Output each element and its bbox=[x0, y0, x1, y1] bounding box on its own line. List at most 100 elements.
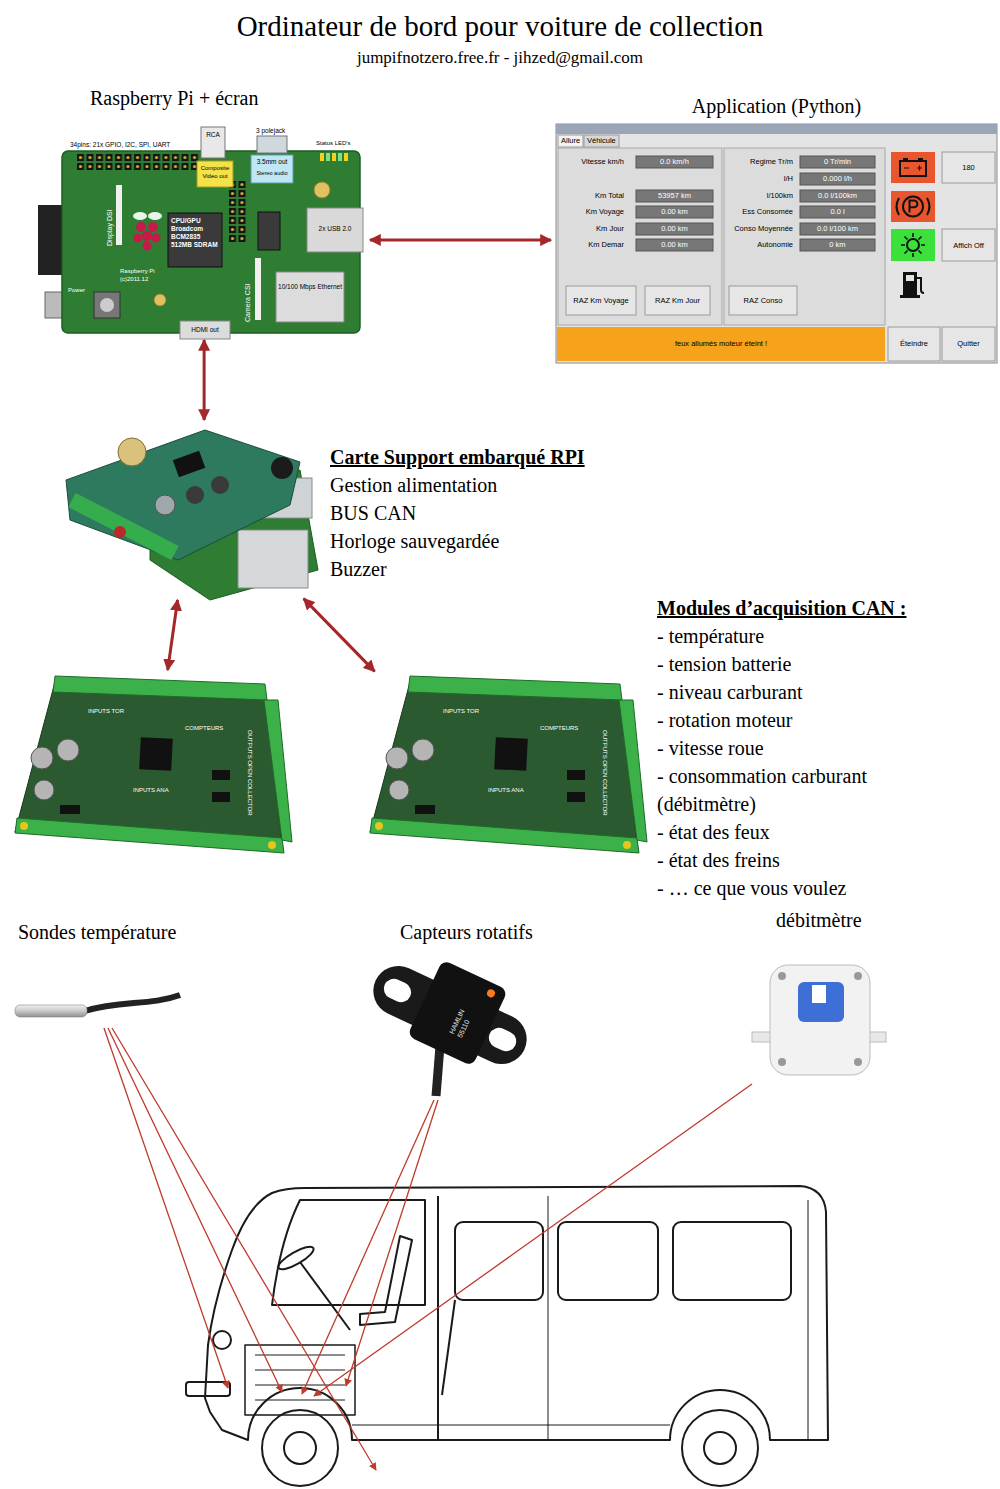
field-value: 0.0 l/100 km bbox=[801, 224, 874, 233]
van-drawing bbox=[186, 1186, 828, 1486]
support-board-drawing bbox=[211, 476, 229, 494]
rotary-sensor: Capteurs rotatifsHAMLIN 55110 bbox=[370, 920, 560, 1095]
application-window-drawing bbox=[556, 124, 997, 363]
van-drawing bbox=[276, 1243, 317, 1273]
rotary-sensor-drawing bbox=[436, 1046, 440, 1096]
button-label: RAZ Conso bbox=[730, 296, 796, 305]
port-label: 2x USB 2.0 bbox=[308, 225, 362, 233]
tab-label: Véhicule bbox=[587, 136, 616, 145]
application-window-drawing bbox=[904, 166, 922, 171]
application-window-drawing bbox=[800, 206, 875, 218]
flow-meter: débitmètre bbox=[745, 908, 885, 1085]
application-window-drawing bbox=[556, 124, 997, 363]
silkscreen-label: OUTPUTS OPEN COLLECTOR bbox=[246, 730, 254, 816]
field-value: 0 Tr/min bbox=[801, 157, 874, 166]
board-label: 34pins: 21x GPIO, I2C, SPI, UART bbox=[70, 141, 170, 149]
leader-line bbox=[302, 1100, 434, 1394]
rotary-sensor-drawing bbox=[360, 938, 544, 1083]
raspberry-pi-drawing bbox=[338, 153, 342, 161]
acquisition-board-drawing bbox=[15, 676, 292, 853]
field-value: 0.00 km bbox=[637, 207, 712, 216]
support-board: Carte Support embarqué RPIGestion alimen… bbox=[65, 425, 640, 595]
application-window-drawing bbox=[888, 327, 940, 361]
acquisition-board-drawing bbox=[139, 737, 173, 771]
raspberry-pi-drawing bbox=[180, 321, 230, 339]
connector-label: Camera CSI bbox=[244, 283, 253, 322]
button-label: 180 bbox=[944, 163, 994, 172]
feature-item: BUS CAN bbox=[330, 499, 416, 527]
application-window-drawing bbox=[566, 286, 636, 315]
leader-line bbox=[104, 1028, 228, 1388]
acquisition-board-drawing bbox=[264, 700, 292, 842]
support-board-drawing bbox=[271, 457, 293, 479]
raspberry-pi-drawing bbox=[344, 153, 348, 161]
application-window-drawing bbox=[917, 278, 924, 293]
feature-list-item: - vitesse roue bbox=[657, 734, 764, 762]
van-drawing bbox=[558, 1222, 658, 1300]
van-drawing bbox=[437, 1196, 439, 1440]
application-window-drawing bbox=[903, 272, 917, 296]
double-arrow bbox=[203, 340, 206, 420]
raspberry-pi-drawing bbox=[326, 153, 330, 161]
raspberry-pi-drawing bbox=[38, 205, 64, 275]
raspberry-pi-drawing bbox=[257, 136, 287, 153]
rotary-sensor-drawing bbox=[486, 1025, 520, 1055]
silkscreen-label: INPUTS TOR bbox=[88, 708, 124, 716]
application-window-drawing bbox=[901, 233, 925, 257]
button-label: Affich Off bbox=[944, 241, 994, 250]
acquisition-board-drawing bbox=[15, 818, 284, 853]
silkscreen-label: INPUTS TOR bbox=[443, 708, 479, 716]
acquisition-board-drawing bbox=[31, 747, 53, 769]
application-window-drawing bbox=[636, 156, 713, 168]
temperature-probe-drawing bbox=[15, 1005, 87, 1017]
silkscreen-label: COMPTEURS bbox=[540, 725, 578, 733]
flow-meter-drawing bbox=[778, 1058, 786, 1066]
application-window-drawing bbox=[800, 223, 875, 235]
rotary-sensor-drawing bbox=[407, 960, 508, 1067]
acquisition-board-drawing bbox=[20, 822, 28, 830]
acquisition-board-drawing bbox=[60, 805, 80, 814]
van-drawing bbox=[186, 1382, 230, 1396]
application-window-drawing bbox=[636, 190, 713, 202]
application-window-drawing bbox=[942, 152, 995, 183]
van-drawing bbox=[704, 1432, 736, 1464]
button-label: Éteindre bbox=[889, 339, 939, 348]
raspberry-pi-drawing bbox=[100, 298, 114, 312]
button-label: RAZ Km Voyage bbox=[567, 296, 635, 305]
van-drawing bbox=[213, 1331, 231, 1349]
acquisition-board-drawing bbox=[370, 676, 647, 853]
flow-meter-drawing bbox=[798, 982, 844, 1022]
van-drawing bbox=[673, 1222, 791, 1300]
raspberry-pi-drawing bbox=[332, 153, 336, 161]
raspberry-pi-drawing bbox=[76, 153, 200, 171]
field-value: 53957 km bbox=[637, 191, 712, 200]
application-window-drawing bbox=[903, 197, 923, 217]
rotary-sensor-drawing bbox=[360, 938, 544, 1096]
flow-meter-drawing bbox=[778, 972, 786, 980]
application-window-drawing bbox=[942, 229, 995, 261]
temperature-probe: Sondes température bbox=[15, 920, 210, 1025]
van-drawing bbox=[205, 1186, 828, 1440]
acquisition-board-drawing bbox=[212, 770, 230, 780]
temperature-probe-drawing bbox=[85, 995, 180, 1011]
field-value: 0.000 l/h bbox=[801, 174, 874, 183]
raspberry-pi-drawing bbox=[320, 153, 324, 161]
feature-list-item: - niveau carburant bbox=[657, 678, 802, 706]
support-board-drawing bbox=[186, 486, 204, 504]
raspberry-pi-drawing bbox=[152, 234, 161, 243]
raspberry-pi-drawing bbox=[38, 127, 363, 339]
van-drawing bbox=[455, 1222, 543, 1300]
feature-list-item: - consommation carburant (débitmètre) bbox=[657, 762, 927, 818]
field-value: 0.00 km bbox=[637, 240, 712, 249]
raspberry-pi-drawing bbox=[197, 161, 233, 187]
application-window-drawing bbox=[800, 173, 875, 185]
silkscreen-label: OUTPUTS OPEN COLLECTOR bbox=[601, 730, 609, 816]
field-label: Km Jour bbox=[562, 224, 624, 233]
application-window-drawing bbox=[584, 135, 619, 147]
board-label: 3.5mm out bbox=[252, 158, 292, 166]
support-board-drawing bbox=[238, 530, 308, 588]
support-board-drawing bbox=[66, 430, 300, 560]
van-drawing bbox=[548, 1196, 549, 1440]
feature-list-item: - état des feux bbox=[657, 818, 770, 846]
